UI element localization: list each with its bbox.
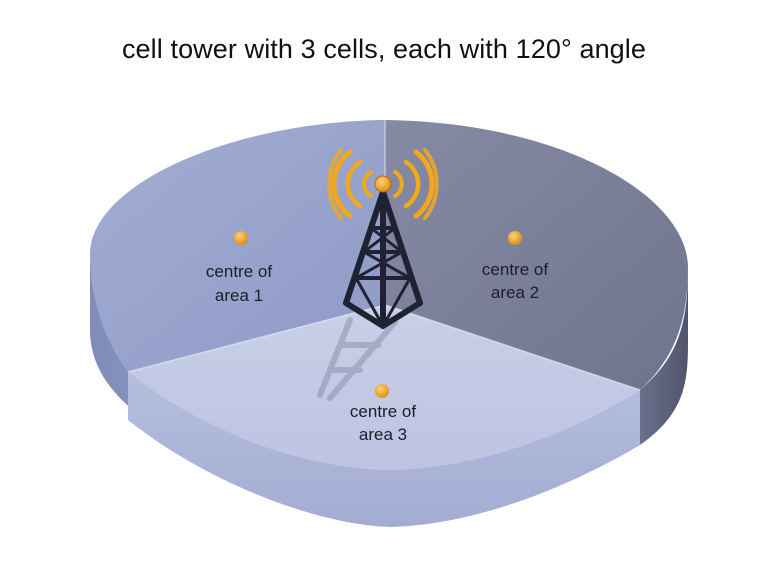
sector-divider-left (127, 304, 386, 373)
area-2-label-line1: centre of (482, 260, 548, 279)
area-2-label: centre of area 2 (482, 260, 548, 302)
sector-divider-right (384, 304, 641, 391)
cell-tower-icon (343, 189, 423, 329)
signal-waves-icon (327, 148, 439, 220)
centre-dot-icon (508, 231, 522, 245)
area-3-label-line2: area 3 (359, 425, 407, 444)
sector-area-1 (90, 120, 385, 372)
area-3-label: centre of area 3 (350, 402, 416, 444)
area-3-label-line1: centre of (350, 402, 416, 421)
disc-side-front (128, 372, 640, 527)
centre-dot-icon (234, 231, 248, 245)
area-1-label-line1: centre of (206, 262, 272, 281)
antenna-tip-icon (374, 175, 392, 193)
disc-top (90, 120, 688, 470)
sector-area-2 (385, 120, 688, 390)
area-1-label-line2: area 1 (215, 286, 263, 305)
centre-dot-icon (375, 384, 389, 398)
tower-shadow (317, 317, 398, 401)
diagram-title: cell tower with 3 cells, each with 120° … (121, 34, 647, 64)
area-2-label-line2: area 2 (491, 283, 539, 302)
disc-side-right (640, 268, 689, 445)
area-1-label: centre of area 1 (206, 262, 272, 305)
